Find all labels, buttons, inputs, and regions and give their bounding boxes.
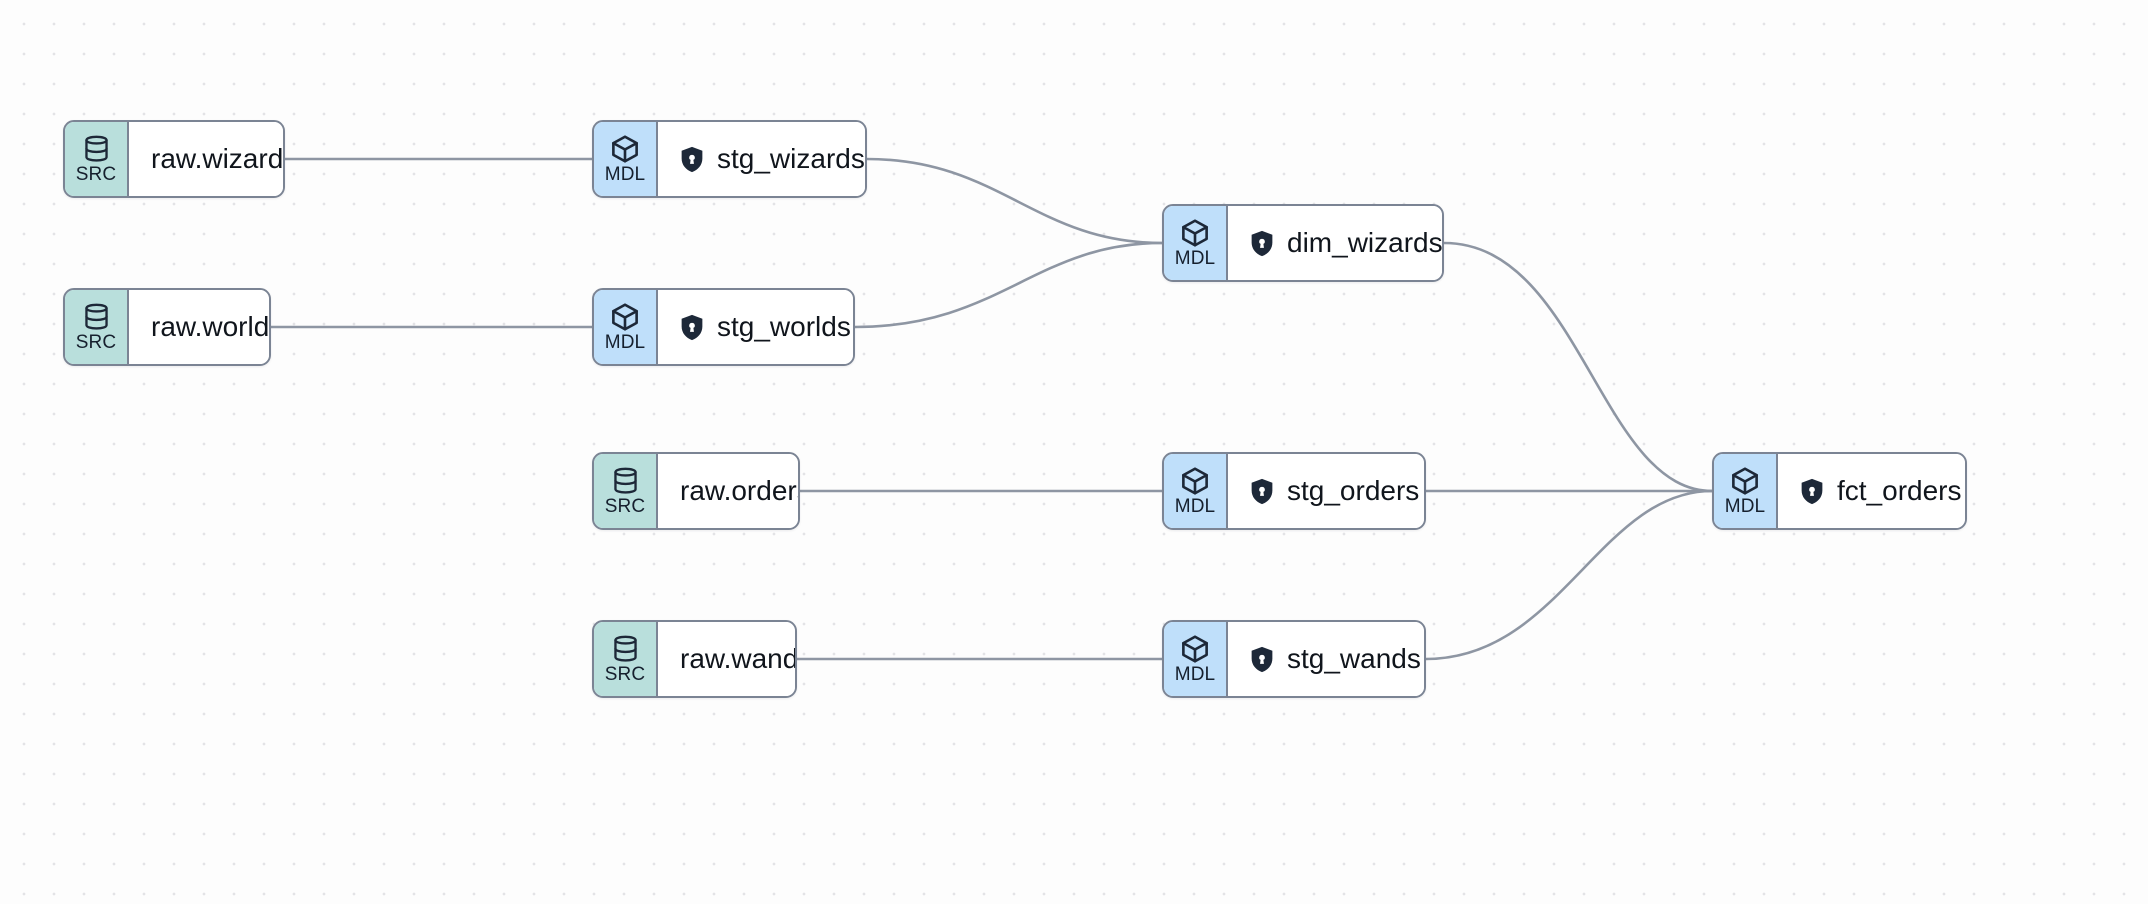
node-label-stg_wizards: stg_wizards bbox=[717, 143, 865, 174]
node-body-dim_wizards: dim_wizards bbox=[1228, 206, 1443, 280]
node-badge-raw_wands: SRC bbox=[594, 622, 658, 696]
node-badge-raw_worlds: SRC bbox=[65, 290, 129, 364]
database-icon bbox=[613, 635, 637, 662]
shield-lock-icon bbox=[1801, 478, 1823, 504]
node-body-stg_wizards: stg_wizards bbox=[658, 122, 865, 196]
node-fct_orders[interactable]: MDL fct_orders bbox=[1712, 452, 1967, 530]
node-label-stg_worlds: stg_worlds bbox=[717, 311, 851, 342]
node-body-stg_worlds: stg_worlds bbox=[658, 290, 853, 364]
node-badge-label: SRC bbox=[604, 495, 646, 517]
node-badge-label: MDL bbox=[1174, 664, 1216, 685]
edge-stg_wands-to-fct_orders bbox=[1424, 489, 1714, 661]
node-label-raw_wands: raw.wands bbox=[680, 643, 797, 674]
node-stg_wands[interactable]: MDL stg_wands bbox=[1162, 620, 1426, 698]
node-label-stg_orders: stg_orders bbox=[1287, 475, 1420, 506]
cube-icon bbox=[612, 303, 638, 331]
node-body-raw_wands: raw.wands bbox=[658, 622, 797, 696]
node-stg_orders[interactable]: MDL stg_orders bbox=[1162, 452, 1426, 530]
node-badge-label: SRC bbox=[75, 163, 117, 185]
node-badge-label: MDL bbox=[1174, 496, 1216, 517]
shield-lock-icon bbox=[1251, 646, 1273, 672]
node-raw_orders[interactable]: SRC raw.orders bbox=[592, 452, 800, 530]
shield-lock-icon bbox=[681, 146, 703, 172]
cube-icon bbox=[1732, 467, 1758, 495]
cube-icon bbox=[1182, 467, 1208, 495]
database-icon bbox=[613, 467, 637, 494]
edge-dim_wizards-to-fct_orders bbox=[1442, 241, 1714, 493]
node-badge-label: SRC bbox=[604, 663, 646, 685]
node-label-dim_wizards: dim_wizards bbox=[1287, 227, 1443, 258]
node-badge-stg_worlds: MDL bbox=[594, 290, 658, 364]
node-body-raw_orders: raw.orders bbox=[658, 454, 800, 528]
edge-stg_wizards-to-dim_wizards bbox=[865, 157, 1164, 245]
node-raw_wizards[interactable]: SRC raw.wizards bbox=[63, 120, 285, 198]
node-badge-label: MDL bbox=[1174, 248, 1216, 269]
database-icon bbox=[84, 135, 108, 162]
node-raw_wands[interactable]: SRC raw.wands bbox=[592, 620, 797, 698]
node-badge-dim_wizards: MDL bbox=[1164, 206, 1228, 280]
node-badge-label: MDL bbox=[604, 164, 646, 185]
node-body-raw_wizards: raw.wizards bbox=[129, 122, 285, 196]
shield-lock-icon bbox=[1251, 230, 1273, 256]
node-badge-stg_orders: MDL bbox=[1164, 454, 1228, 528]
node-label-raw_orders: raw.orders bbox=[680, 475, 800, 506]
node-badge-label: MDL bbox=[1724, 496, 1766, 517]
node-label-raw_wizards: raw.wizards bbox=[151, 143, 285, 174]
shield-lock-icon bbox=[681, 314, 703, 340]
node-badge-fct_orders: MDL bbox=[1714, 454, 1778, 528]
node-stg_wizards[interactable]: MDL stg_wizards bbox=[592, 120, 867, 198]
node-label-stg_wands: stg_wands bbox=[1287, 643, 1421, 674]
node-body-raw_worlds: raw.worlds bbox=[129, 290, 271, 364]
node-badge-raw_orders: SRC bbox=[594, 454, 658, 528]
node-body-stg_wands: stg_wands bbox=[1228, 622, 1424, 696]
cube-icon bbox=[612, 135, 638, 163]
shield-lock-icon bbox=[1251, 478, 1273, 504]
node-label-raw_worlds: raw.worlds bbox=[151, 311, 271, 342]
node-dim_wizards[interactable]: MDL dim_wizards bbox=[1162, 204, 1444, 282]
node-badge-raw_wizards: SRC bbox=[65, 122, 129, 196]
database-icon bbox=[84, 303, 108, 330]
node-badge-stg_wizards: MDL bbox=[594, 122, 658, 196]
node-body-fct_orders: fct_orders bbox=[1778, 454, 1965, 528]
node-badge-label: MDL bbox=[604, 332, 646, 353]
node-badge-label: SRC bbox=[75, 331, 117, 353]
node-body-stg_orders: stg_orders bbox=[1228, 454, 1424, 528]
node-label-fct_orders: fct_orders bbox=[1837, 475, 1962, 506]
cube-icon bbox=[1182, 219, 1208, 247]
node-badge-stg_wands: MDL bbox=[1164, 622, 1228, 696]
edge-stg_worlds-to-dim_wizards bbox=[853, 241, 1164, 329]
node-stg_worlds[interactable]: MDL stg_worlds bbox=[592, 288, 855, 366]
cube-icon bbox=[1182, 635, 1208, 663]
node-raw_worlds[interactable]: SRC raw.worlds bbox=[63, 288, 271, 366]
